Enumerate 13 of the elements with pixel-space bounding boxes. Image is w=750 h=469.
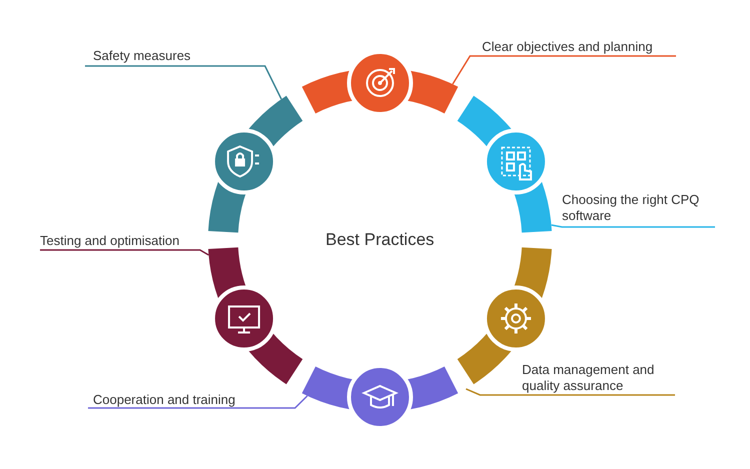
label-text: Cooperation and training xyxy=(93,392,263,408)
leader-line xyxy=(85,65,282,100)
label-text: Data management and quality assurance xyxy=(522,362,672,394)
label-text: Choosing the right CPQ software xyxy=(562,192,702,224)
label-text: Safety measures xyxy=(93,48,213,64)
center-title: Best Practices xyxy=(326,230,434,250)
label-text: Testing and optimisation xyxy=(40,233,200,249)
leader-line xyxy=(88,395,308,409)
leader-line xyxy=(551,224,715,228)
leader-line xyxy=(466,388,675,396)
label-text: Clear objectives and planning xyxy=(482,39,682,55)
leader-line xyxy=(452,55,676,84)
leader-line xyxy=(40,249,210,256)
